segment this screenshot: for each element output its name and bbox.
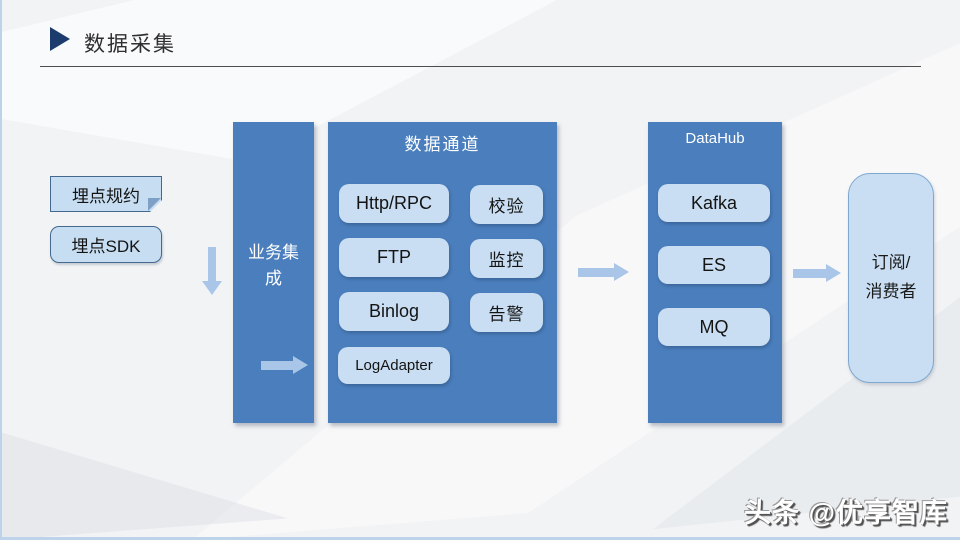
- play-triangle-icon: [50, 27, 70, 51]
- chip-binlog: Binlog: [339, 292, 449, 331]
- chip-logadapter: LogAdapter: [338, 347, 450, 384]
- right-arrow-icon: [578, 263, 629, 282]
- tracking-spec-box: 埋点规约: [50, 176, 162, 212]
- chip-mq: MQ: [658, 308, 770, 346]
- tracking-spec-label: 埋点规约: [72, 186, 140, 206]
- watermark-text: 头条 @优享智库: [744, 498, 948, 528]
- chip-ftp: FTP: [339, 238, 449, 277]
- slide-bottom-border: [0, 537, 960, 540]
- slide-left-border: [0, 0, 2, 540]
- chip-http-rpc: Http/RPC: [339, 184, 449, 223]
- datahub-title: DataHub: [685, 130, 745, 147]
- subscriber-consumer-box: 订阅/ 消费者: [848, 173, 934, 383]
- chip-es: ES: [658, 246, 770, 284]
- right-arrow-icon: [793, 264, 841, 283]
- chip-verify: 校验: [470, 185, 543, 224]
- data-channel-panel: 数据通道 Http/RPC FTP Binlog LogAdapter 校验 监…: [328, 122, 557, 423]
- down-arrow-icon: [202, 247, 222, 295]
- chip-kafka: Kafka: [658, 184, 770, 222]
- tracking-sdk-label: 埋点SDK: [71, 237, 141, 256]
- title-divider: [40, 66, 921, 67]
- tracking-sdk-box: 埋点SDK: [50, 226, 162, 263]
- subscriber-consumer-label: 订阅/ 消费者: [865, 253, 917, 301]
- chip-alert: 告警: [470, 293, 543, 332]
- business-integration-panel: 业务集成: [233, 122, 314, 423]
- business-integration-label: 业务集成: [248, 243, 299, 289]
- datahub-panel: DataHub Kafka ES MQ: [648, 122, 782, 423]
- folded-corner-icon: [148, 198, 161, 211]
- chip-monitor: 监控: [470, 239, 543, 278]
- data-channel-title: 数据通道: [404, 135, 481, 154]
- right-arrow-icon: [261, 356, 308, 375]
- page-title: 数据采集: [84, 33, 176, 56]
